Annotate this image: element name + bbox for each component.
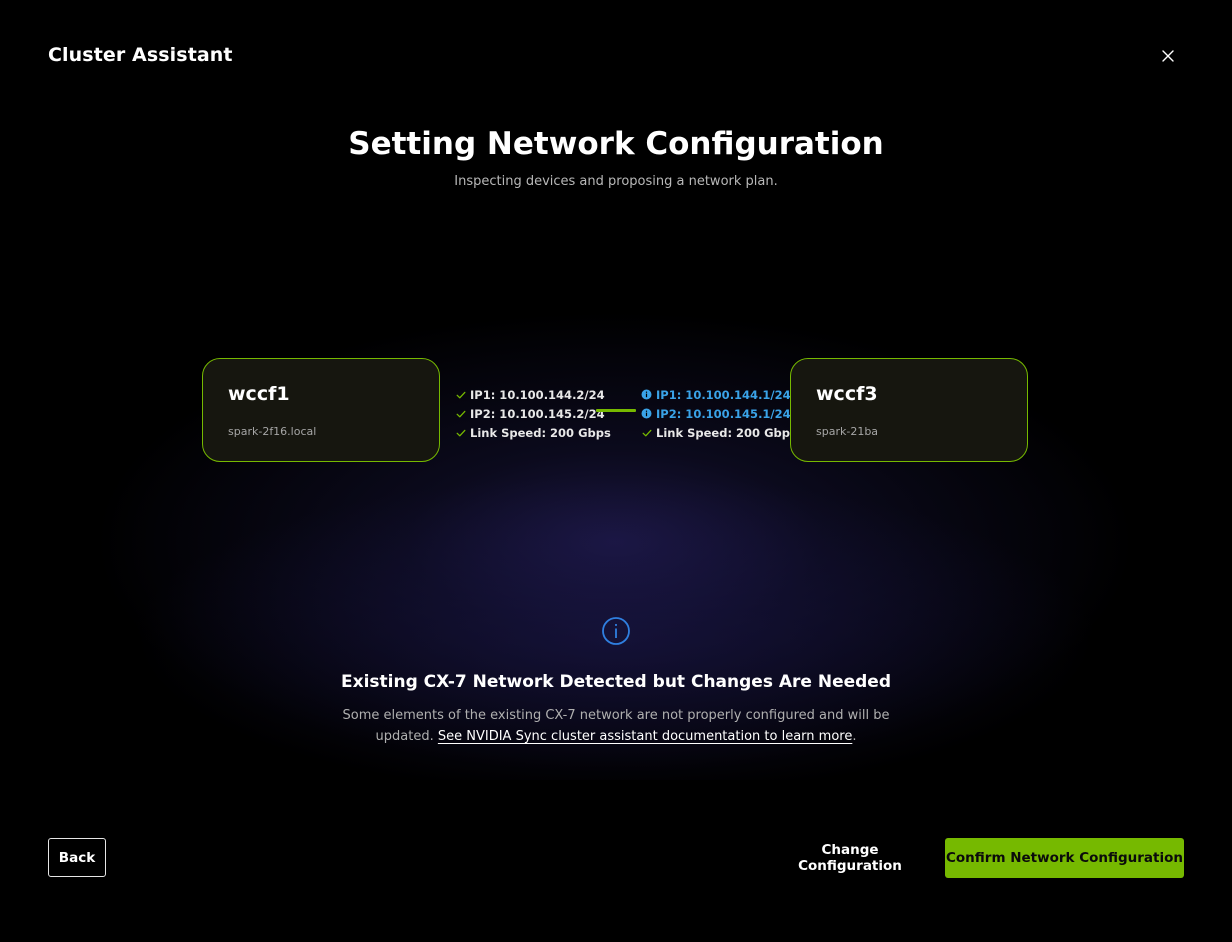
- info-circle-icon: [602, 617, 630, 645]
- network-item: IP1: 10.100.144.1/24: [641, 385, 797, 404]
- page-title: Setting Network Configuration: [348, 126, 884, 162]
- network-item: IP2: 10.100.145.1/24: [641, 404, 797, 423]
- status-description-text: Some elements of the existing CX-7 netwo…: [342, 708, 890, 744]
- page-subtitle: Inspecting devices and proposing a netwo…: [454, 174, 778, 189]
- network-item: Link Speed: 200 Gbps: [641, 423, 797, 442]
- network-item-text: IP1: 10.100.144.1/24: [656, 387, 791, 402]
- network-item-text: IP2: 10.100.145.1/24: [656, 406, 791, 421]
- network-item-text: IP1: 10.100.144.2/24: [470, 387, 605, 402]
- device-hostname: spark-2f16.local: [228, 425, 317, 438]
- info-dot-icon: [641, 408, 652, 419]
- status-description: Some elements of the existing CX-7 netwo…: [316, 705, 916, 747]
- connection-link-line: [596, 409, 636, 412]
- confirm-network-configuration-button[interactable]: Confirm Network Configuration: [945, 838, 1184, 878]
- device-name: wccf1: [228, 383, 290, 405]
- network-item: Link Speed: 200 Gbps: [455, 423, 611, 442]
- device-name: wccf3: [816, 383, 878, 405]
- device-network-list-wccf3: IP1: 10.100.144.1/24 IP2: 10.100.145.1/2…: [641, 385, 797, 442]
- device-network-list-wccf1: IP1: 10.100.144.2/24 IP2: 10.100.145.2/2…: [455, 385, 611, 442]
- network-item-text: IP2: 10.100.145.2/24: [470, 406, 605, 421]
- change-configuration-button[interactable]: Change Configuration: [770, 838, 930, 878]
- check-icon: [641, 427, 652, 438]
- network-item: IP1: 10.100.144.2/24: [455, 385, 611, 404]
- network-item: IP2: 10.100.145.2/24: [455, 404, 611, 423]
- status-description-trailing: .: [852, 729, 857, 744]
- status-title: Existing CX-7 Network Detected but Chang…: [340, 672, 891, 692]
- check-icon: [455, 427, 466, 438]
- close-icon: [1162, 50, 1174, 62]
- network-item-text: Link Speed: 200 Gbps: [656, 425, 797, 440]
- device-card-wccf1: wccf1 spark-2f16.local: [202, 358, 440, 462]
- check-icon: [455, 408, 466, 419]
- network-item-text: Link Speed: 200 Gbps: [470, 425, 611, 440]
- app-title: Cluster Assistant: [48, 44, 233, 66]
- close-button[interactable]: [1156, 44, 1180, 68]
- info-dot-icon: [641, 389, 652, 400]
- check-icon: [455, 389, 466, 400]
- device-card-wccf3: wccf3 spark-21ba: [790, 358, 1028, 462]
- device-hostname: spark-21ba: [816, 425, 879, 438]
- back-button[interactable]: Back: [48, 838, 106, 877]
- documentation-link[interactable]: See NVIDIA Sync cluster assistant docume…: [437, 729, 853, 744]
